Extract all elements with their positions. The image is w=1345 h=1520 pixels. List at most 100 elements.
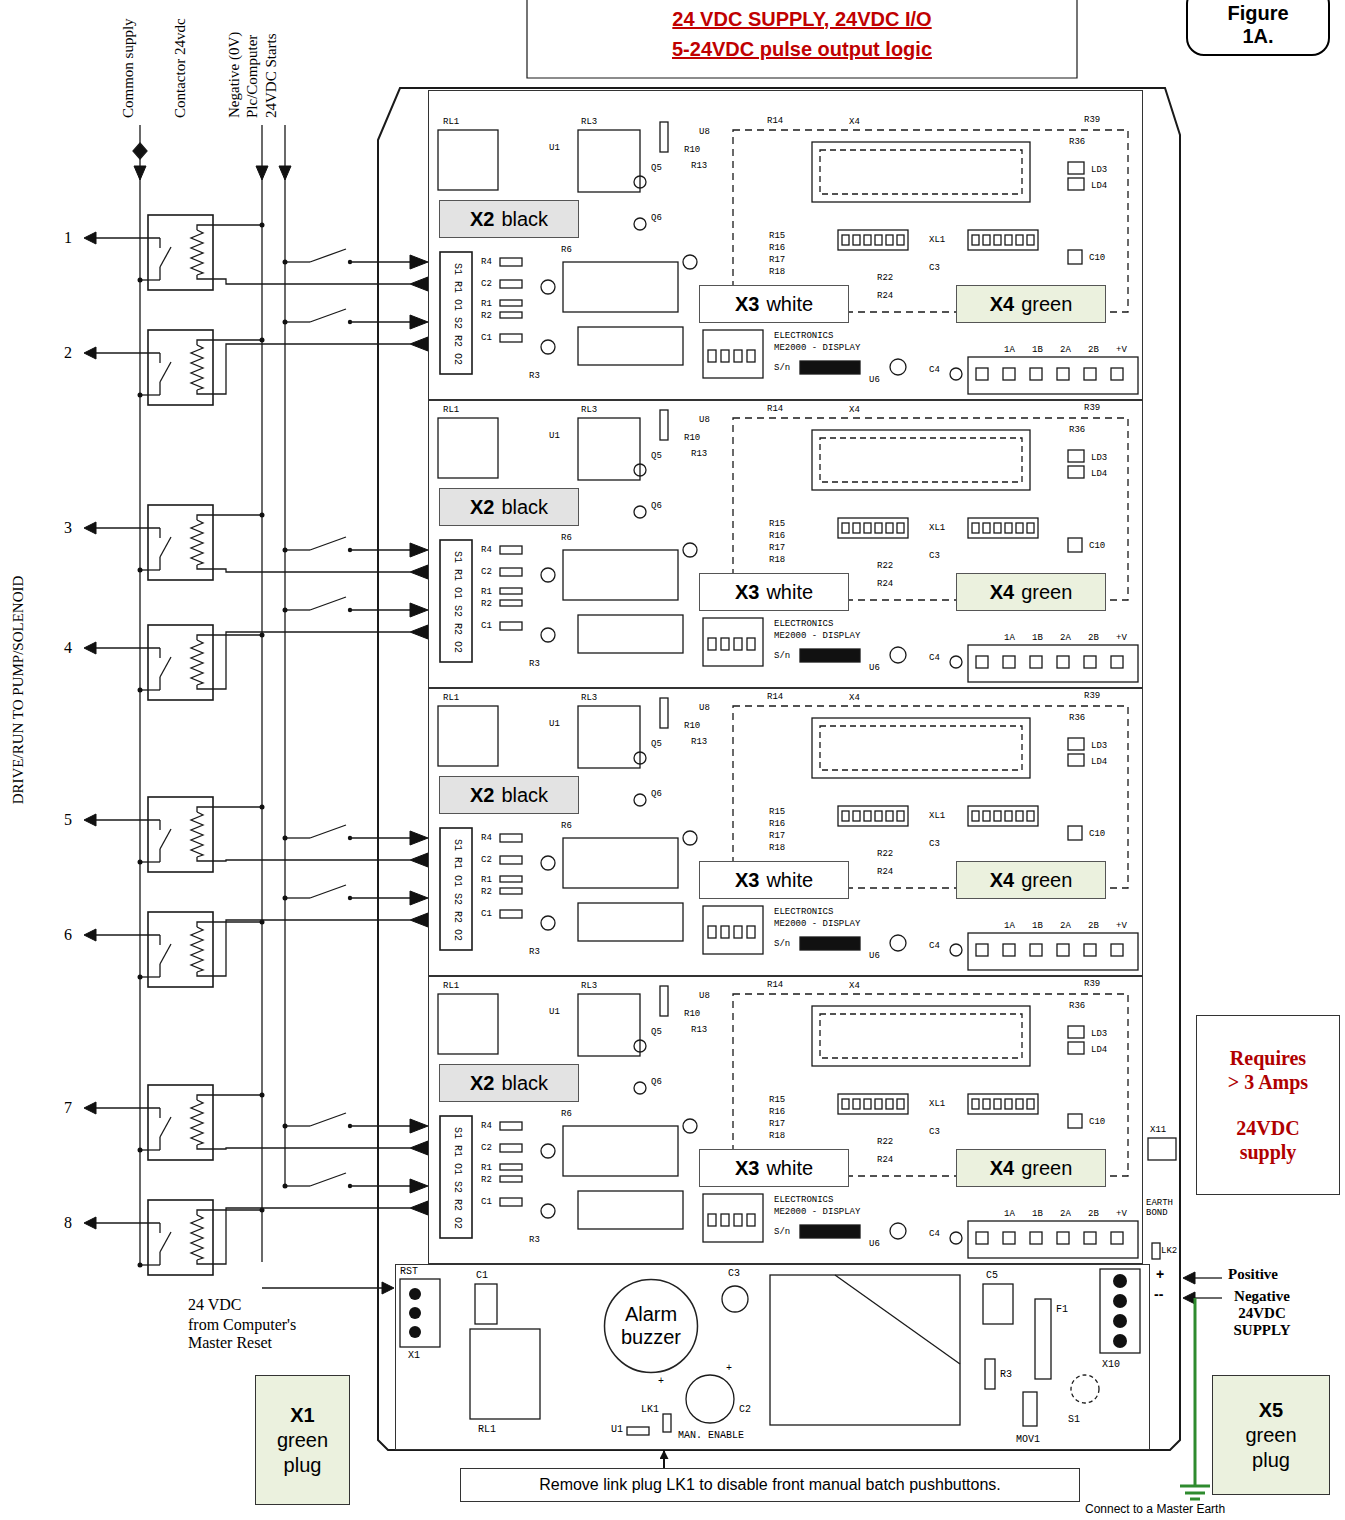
part-ref: R4: [481, 545, 492, 555]
resistor-element: [875, 235, 882, 245]
part-ref: LD4: [1091, 757, 1107, 767]
plug-pin: [1057, 944, 1069, 956]
transistor-outline: [541, 916, 555, 930]
supply-note-text: 24VDC supply: [1223, 1116, 1313, 1164]
part-ref: R15: [769, 1095, 785, 1105]
part-ref: U1: [611, 1425, 623, 1435]
part-ref: R22: [877, 849, 893, 859]
connector-tag: X2black: [439, 1064, 579, 1102]
plug-pin: [1111, 944, 1123, 956]
part-ref: U1: [549, 143, 560, 153]
plug-tag-text: green plug: [1236, 1423, 1306, 1473]
relay-outline: [578, 130, 640, 192]
part-ref: R10: [684, 145, 700, 155]
negative-wire: [197, 922, 262, 927]
part-ref: 2B: [1088, 345, 1099, 355]
switch-contact: [159, 353, 160, 363]
start-wire: [350, 609, 410, 610]
transistor-outline: [634, 1082, 646, 1094]
junction-dot: [138, 393, 143, 398]
component-circle: [890, 1223, 906, 1239]
plug-pin: [1030, 944, 1042, 956]
part-ref: S/n: [774, 651, 790, 661]
terminal-screw: [409, 1326, 421, 1338]
resistor-element: [842, 235, 849, 245]
led-outline: [1068, 1026, 1084, 1038]
resistor-array: [968, 230, 1038, 250]
resistor-element: [1027, 1099, 1034, 1109]
relay-outline: [578, 327, 683, 365]
part-ref: 1B: [1032, 921, 1043, 931]
resistor-symbol: [500, 546, 522, 554]
rail-label: Negative (0V): [225, 32, 244, 118]
capacitor-outline: [686, 1375, 734, 1423]
part-ref: C4: [929, 941, 940, 951]
plug-socket: [968, 357, 1138, 394]
supply-terminal-label: Negative 24VDC SUPPLY: [1222, 1288, 1302, 1339]
resistor-element: [853, 523, 860, 533]
part-ref: R6: [561, 245, 572, 255]
part-ref: ME2000 - DISPLAY: [774, 343, 860, 353]
switch-blade: [160, 944, 171, 964]
earth-symbol: [1180, 1485, 1210, 1488]
part-ref: C3: [929, 839, 940, 849]
lcd-outline: [812, 430, 1030, 490]
resistor-symbol: [500, 600, 522, 606]
part-ref: C2: [481, 1143, 492, 1153]
serial-label-block: [800, 937, 860, 950]
part-ref: R24: [877, 1155, 893, 1165]
supply-wire: [1195, 1277, 1222, 1278]
display-board: RL1RL3U1U8R14X4R39R36R10R13Q5Q6R15R16R17…: [428, 688, 1143, 976]
plug-pin: [721, 350, 729, 362]
part-ref: R13: [691, 1025, 707, 1035]
plug-pin: [734, 1214, 742, 1226]
common-wire: [140, 976, 160, 977]
plug-pin: [1111, 368, 1123, 380]
switch-contact: [159, 528, 160, 538]
plug-socket: [703, 618, 763, 666]
negative-wire: [197, 1210, 262, 1215]
plug-pin: [1030, 656, 1042, 668]
output-wire: [96, 527, 160, 528]
start-arrowhead: [410, 1179, 428, 1193]
led-outline: [1068, 178, 1084, 190]
relay-outline: [578, 994, 640, 1056]
connector-tag-text: white: [766, 1157, 813, 1180]
connector-tag-text: green: [1021, 869, 1072, 892]
part-ref: R14: [767, 980, 783, 990]
start-wire: [285, 609, 310, 610]
capacitor-symbol: [500, 910, 522, 918]
rail-label: Plc/Computer 24VDC Starts: [243, 18, 281, 118]
resistor-symbol: [500, 834, 522, 842]
start-switch: [310, 537, 346, 550]
serial-label-block: [800, 649, 860, 662]
part-ref: 2A: [1060, 1209, 1071, 1219]
plug-tag: X5green plug: [1212, 1375, 1330, 1495]
switch-contact: [159, 267, 160, 280]
start-wire: [350, 897, 410, 898]
negative-rail: [261, 125, 262, 1262]
part-ref: S/n: [774, 939, 790, 949]
part-ref: R13: [691, 161, 707, 171]
part-ref: R24: [877, 291, 893, 301]
connector-tag-text: green: [1021, 1157, 1072, 1180]
output-wire: [96, 819, 160, 820]
junction-dot: [283, 836, 288, 841]
part-ref: R39: [1084, 403, 1100, 413]
lcd-outline: [812, 718, 1030, 778]
capacitor-outline: [1068, 826, 1082, 840]
plug-socket: [703, 1194, 763, 1242]
part-ref: R17: [769, 831, 785, 841]
terminal-screw: [1113, 1294, 1127, 1308]
part-ref: F1: [1056, 1305, 1068, 1315]
resistor-element: [994, 235, 1001, 245]
part-ref: C10: [1089, 829, 1105, 839]
lcd-outline: [812, 142, 1030, 202]
part-ref: C3: [929, 551, 940, 561]
connector-tag-text: X4: [990, 581, 1014, 604]
plug-pin: [1084, 944, 1096, 956]
start-wire: [285, 549, 310, 550]
contactor-coil: [191, 927, 203, 972]
start-wire: [285, 1185, 310, 1186]
part-ref: C1: [481, 621, 492, 631]
